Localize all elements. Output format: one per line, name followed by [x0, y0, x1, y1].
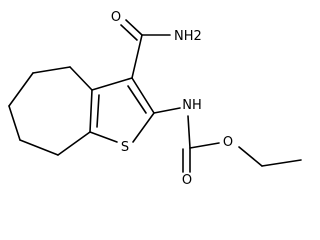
- molecular-structure-diagram: O NH2 S NH O O: [8, 10, 302, 188]
- bond-c3a-c4: [69, 66, 93, 91]
- bond-ch2-ch3: [261, 159, 302, 167]
- bond-c8-c8a: [57, 131, 91, 156]
- carboxamide-group: O NH2: [111, 10, 202, 79]
- bond-c6-c7: [8, 105, 21, 141]
- carbamate-group: NH O O: [153, 98, 302, 188]
- amide-nitrogen-label: NH2: [174, 29, 202, 44]
- sulfur-label: S: [121, 140, 129, 155]
- bond-c3a-c8a-double: [96, 94, 100, 128]
- cycloheptane-ring: [8, 66, 93, 156]
- bond-c7-c8: [19, 139, 59, 156]
- bond-c3a-c3: [91, 77, 133, 91]
- bond-camide-o: [125, 19, 143, 36]
- bond-c5-c6: [8, 72, 34, 107]
- carbamate-nitrogen-label: NH: [182, 98, 202, 113]
- bond-oester-ch2: [238, 146, 263, 167]
- bond-c4-c5: [32, 66, 71, 74]
- thiophene-ring: [89, 77, 155, 143]
- ester-oxygen-label: O: [223, 135, 233, 150]
- bond-s1-c8a: [89, 131, 118, 143]
- carbamate-oxygen-label: O: [182, 173, 192, 188]
- bond-c2-s1: [132, 112, 155, 143]
- bond-c3a-c8a: [89, 89, 93, 133]
- bond-camide-o-double: [120, 24, 138, 41]
- bond-c2-nh: [153, 107, 181, 114]
- bond-nh-ccarb: [187, 115, 191, 149]
- bond-ccarb-oester: [189, 142, 220, 149]
- bond-c3-c2-double: [127, 85, 147, 114]
- bond-c3-camide: [131, 34, 143, 79]
- bond-c3-c2: [131, 77, 155, 114]
- amide-oxygen-label: O: [111, 10, 121, 25]
